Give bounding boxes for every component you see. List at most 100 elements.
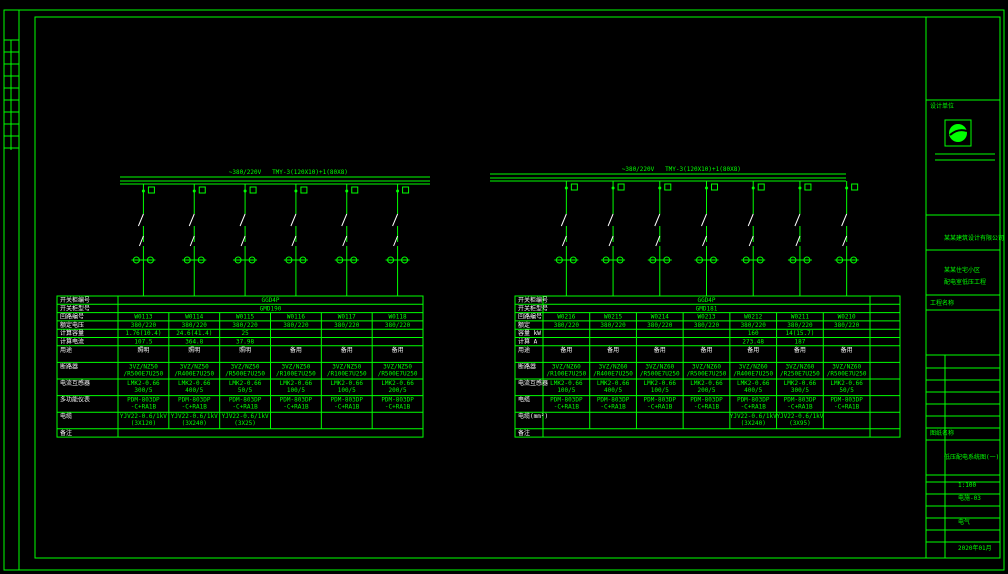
bus-tap-dot bbox=[396, 189, 400, 193]
cell-meter: -C+RA1B bbox=[182, 404, 208, 411]
feeder-tag-icon bbox=[664, 183, 672, 191]
cell-usage: 备用 bbox=[341, 346, 353, 354]
disconnector-icon bbox=[655, 235, 661, 247]
cell-ct: 50/5 bbox=[839, 387, 854, 394]
cell-ct: 400/5 bbox=[604, 387, 622, 394]
breaker-blade-icon bbox=[239, 213, 246, 227]
disconnector-icon bbox=[561, 235, 567, 247]
cell-breaker: /R500E7U250 bbox=[378, 370, 418, 377]
cell-breaker: /R250E7U250 bbox=[780, 370, 820, 377]
cell-voltage: 380/220 bbox=[647, 322, 673, 329]
feeder-tag-icon bbox=[402, 186, 410, 194]
cell-meter: -C+RA1B bbox=[694, 404, 720, 411]
bus-spec-label: TMY-3(120X10)+1(80X8) bbox=[272, 169, 348, 176]
cell-voltage: 380/220 bbox=[182, 322, 208, 329]
cell-meter: PDM-803DP bbox=[737, 397, 770, 404]
cell-circuits: W0212 bbox=[744, 314, 762, 321]
disconnector-icon bbox=[842, 235, 848, 247]
cell-usage: 备用 bbox=[747, 346, 759, 354]
row-label: 容量 kW bbox=[518, 329, 541, 337]
cell-meter: PDM-803DP bbox=[597, 397, 630, 404]
cell-voltage: 380/220 bbox=[385, 322, 411, 329]
title-project: 某某住宅小区 bbox=[944, 266, 980, 274]
row-label: 备注 bbox=[60, 429, 72, 437]
cell-voltage: 380/220 bbox=[600, 322, 626, 329]
bus-voltage-label: ~380/220V bbox=[622, 166, 655, 173]
title-company-full: 某某建筑设计有限公司 bbox=[944, 234, 1004, 242]
row-label: 备注 bbox=[518, 429, 530, 437]
cell-breaker: 3VZ/NZ60 bbox=[739, 363, 768, 370]
cell-voltage: 380/220 bbox=[554, 322, 580, 329]
cell-meter: PDM-803DP bbox=[690, 397, 723, 404]
cell-breaker: 3VZ/NZ50 bbox=[231, 363, 260, 370]
cell-voltage: 380/220 bbox=[741, 322, 767, 329]
title-company: 设计单位 bbox=[930, 102, 954, 110]
cell-circuits: W0117 bbox=[338, 314, 356, 321]
cell-ct: LMK2-0.66 bbox=[178, 380, 211, 387]
feeder-tag-icon bbox=[249, 186, 257, 194]
cell-breaker: 3VZ/NZ50 bbox=[383, 363, 412, 370]
bus-spec-label: TMY-3(120X10)+1(80X8) bbox=[665, 166, 741, 173]
cell-meter: PDM-803DP bbox=[178, 397, 211, 404]
cell-breaker: 3VZ/NZ50 bbox=[281, 363, 310, 370]
title-project-label: 工程名称 bbox=[930, 299, 954, 307]
cell-meter: -C+RA1B bbox=[334, 404, 360, 411]
cell-breaker: /R400E7U250 bbox=[174, 370, 214, 377]
row-label: 电流互感器 bbox=[60, 379, 90, 387]
cell-cable: (3X95) bbox=[789, 420, 811, 427]
cell-breaker: 3VZ/NZ60 bbox=[599, 363, 628, 370]
breaker-blade-icon bbox=[341, 213, 348, 227]
cell-meter: -C+RA1B bbox=[787, 404, 813, 411]
cell-usage: 备用 bbox=[841, 346, 853, 354]
breaker-blade-icon bbox=[188, 213, 195, 227]
cell-ct: 300/5 bbox=[134, 387, 152, 394]
cell-current: 273.48 bbox=[742, 339, 764, 346]
disconnector-icon bbox=[240, 235, 246, 247]
cell-ct: LMK2-0.66 bbox=[330, 380, 363, 387]
breaker-blade-icon bbox=[392, 213, 399, 227]
cell-usage: 备用 bbox=[607, 346, 619, 354]
cell-ct: 400/5 bbox=[185, 387, 203, 394]
circuit-table bbox=[514, 295, 901, 438]
bus-tap-dot bbox=[705, 186, 708, 190]
cell-voltage: 380/220 bbox=[232, 322, 258, 329]
feeder-tag-icon bbox=[711, 183, 718, 191]
disconnector-icon bbox=[189, 235, 195, 247]
cell-breaker: 3VZ/NZ50 bbox=[332, 363, 361, 370]
breaker-blade-icon bbox=[137, 213, 144, 227]
cell-meter: -C+RA1B bbox=[385, 404, 411, 411]
cell-breaker: /R100E7U250 bbox=[546, 370, 586, 377]
bus-tap-dot bbox=[798, 186, 802, 190]
row-label: 电缆(mm²) bbox=[518, 412, 548, 420]
cell-usage: 备用 bbox=[794, 346, 806, 354]
cell-usage: 备用 bbox=[290, 346, 302, 354]
cell-voltage: 380/220 bbox=[283, 322, 309, 329]
cell-circuits: W0114 bbox=[185, 314, 203, 321]
bus-tap-dot bbox=[141, 189, 145, 193]
cell-circuits: W0118 bbox=[389, 314, 407, 321]
cell-breaker: 3VZ/NZ50 bbox=[180, 363, 209, 370]
cabinet-field: GGD4P bbox=[697, 297, 715, 304]
feeder-tag-icon bbox=[617, 183, 625, 191]
cell-cable: (3X120) bbox=[131, 420, 156, 427]
cell-meter: -C+RA1B bbox=[554, 404, 580, 411]
cell-meter: PDM-803DP bbox=[127, 397, 160, 404]
cell-breaker: 3VZ/NZ60 bbox=[832, 363, 861, 370]
cell-ct: 100/5 bbox=[338, 387, 356, 394]
cell-breaker: /R500E7U250 bbox=[687, 370, 727, 377]
title-date: 2020年01月 bbox=[958, 544, 992, 552]
cell-ct: 50/5 bbox=[238, 387, 253, 394]
cell-meter: PDM-803DP bbox=[784, 397, 817, 404]
cell-ct: LMK2-0.66 bbox=[597, 380, 630, 387]
cell-circuits: W0211 bbox=[791, 314, 809, 321]
row-label: 开关柜编号 bbox=[60, 296, 90, 304]
cell-capacity: 1.76(10.4) bbox=[125, 330, 161, 337]
cell-circuits: W0113 bbox=[134, 314, 152, 321]
cell-meter: PDM-803DP bbox=[280, 397, 313, 404]
disconnector-icon bbox=[748, 235, 754, 247]
cell-ct: 100/5 bbox=[287, 387, 305, 394]
breaker-blade-icon bbox=[290, 213, 297, 227]
cell-meter: -C+RA1B bbox=[834, 404, 860, 411]
